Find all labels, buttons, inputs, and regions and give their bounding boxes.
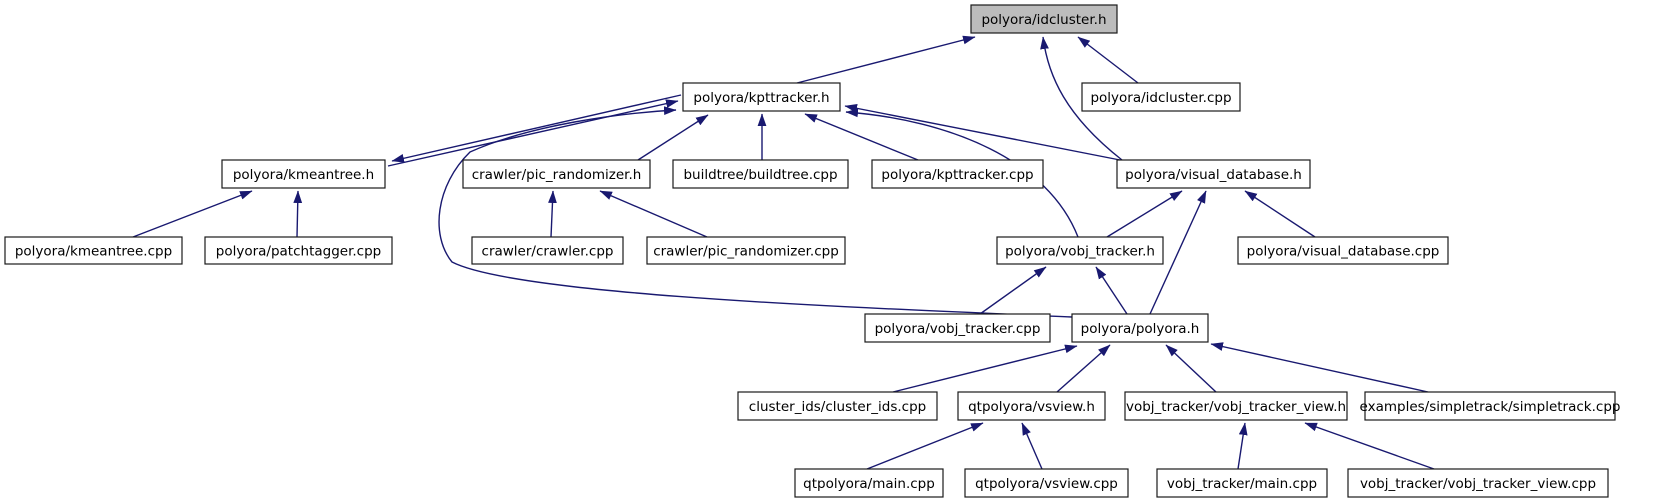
edge-simpletrack_cpp-to-polyora_h bbox=[1210, 342, 1429, 393]
edge-visual_database_cpp-to-visual_database_h bbox=[1244, 190, 1316, 238]
node-kpttracker_cpp: polyora/kpttracker.cpp bbox=[871, 159, 1044, 189]
node-kpttracker_h: polyora/kpttracker.h bbox=[682, 82, 841, 112]
node-vsview_h: qtpolyora/vsview.h bbox=[957, 391, 1106, 421]
node-box-pic_randomizer_h[interactable] bbox=[462, 159, 651, 189]
node-box-idcluster_cpp[interactable] bbox=[1081, 82, 1241, 112]
node-box-cluster_ids_cpp[interactable] bbox=[737, 391, 938, 421]
node-box-vt_view_cpp[interactable] bbox=[1347, 468, 1609, 498]
node-idcluster_h: polyora/idcluster.h bbox=[970, 4, 1118, 34]
edges-layer bbox=[132, 35, 1435, 470]
edge-visual_database_h-to-idcluster_h bbox=[1040, 36, 1123, 161]
node-box-polyora_h[interactable] bbox=[1071, 313, 1209, 343]
node-box-vt_main_cpp[interactable] bbox=[1156, 468, 1328, 498]
edge-kpttracker_cpp-to-kpttracker_h bbox=[804, 113, 919, 161]
edge-vobj_tracker_cpp-to-vobj_tracker_h bbox=[979, 266, 1047, 315]
node-box-idcluster_h[interactable] bbox=[970, 4, 1118, 34]
edge-vobj_tracker_h-to-visual_database_h bbox=[1106, 190, 1183, 238]
node-box-crawler_cpp[interactable] bbox=[471, 236, 624, 265]
node-vobj_tracker_cpp: polyora/vobj_tracker.cpp bbox=[864, 313, 1051, 343]
edge-kpttracker_h-to-kmeantree_h bbox=[391, 94, 682, 163]
node-vt_view_cpp: vobj_tracker/vobj_tracker_view.cpp bbox=[1347, 468, 1609, 498]
node-box-kpttracker_cpp[interactable] bbox=[871, 159, 1044, 189]
edge-vobj_tracker_view_h-to-polyora_h bbox=[1165, 344, 1217, 393]
node-buildtree_cpp: buildtree/buildtree.cpp bbox=[672, 159, 849, 189]
node-idcluster_cpp: polyora/idcluster.cpp bbox=[1081, 82, 1241, 112]
node-box-kmeantree_cpp[interactable] bbox=[4, 236, 183, 265]
node-box-vobj_tracker_view_h[interactable] bbox=[1124, 391, 1348, 421]
node-box-buildtree_cpp[interactable] bbox=[672, 159, 849, 189]
edge-kmeantree_cpp-to-kmeantree_h bbox=[132, 190, 253, 238]
node-box-simpletrack_cpp[interactable] bbox=[1364, 391, 1616, 421]
edge-polyora_h-to-visual_database_h bbox=[1149, 190, 1207, 315]
node-simpletrack_cpp: examples/simpletrack/simpletrack.cpp bbox=[1360, 391, 1620, 421]
node-box-kmeantree_h[interactable] bbox=[221, 159, 386, 189]
edge-pic_randomizer_cpp-to-pic_randomizer_h bbox=[599, 190, 708, 238]
edge-pic_randomizer_h-to-kpttracker_h bbox=[637, 114, 709, 161]
node-visual_database_h: polyora/visual_database.h bbox=[1116, 159, 1311, 189]
edge-vsview_cpp-to-vsview_h bbox=[1021, 422, 1043, 470]
edge-visual_database_h-to-kpttracker_h bbox=[844, 103, 1121, 161]
edge-cluster_ids_cpp-to-polyora_h bbox=[892, 344, 1078, 393]
edge-polyora_h-to-vobj_tracker_h bbox=[1095, 266, 1128, 315]
edge-polyora_h-to-kpttracker_h bbox=[438, 106, 1073, 318]
edge-crawler_cpp-to-pic_randomizer_h bbox=[548, 190, 557, 238]
node-patchtagger_cpp: polyora/patchtagger.cpp bbox=[204, 236, 393, 265]
node-box-qt_main_cpp[interactable] bbox=[794, 468, 944, 498]
node-kmeantree_cpp: polyora/kmeantree.cpp bbox=[4, 236, 183, 265]
node-pic_randomizer_h: crawler/pic_randomizer.h bbox=[462, 159, 651, 189]
edge-idcluster_cpp-to-idcluster_h bbox=[1077, 36, 1139, 84]
edge-patchtagger_cpp-to-kmeantree_h bbox=[293, 190, 303, 238]
node-qt_main_cpp: qtpolyora/main.cpp bbox=[794, 468, 944, 498]
node-box-vsview_cpp[interactable] bbox=[964, 468, 1129, 498]
node-vt_main_cpp: vobj_tracker/main.cpp bbox=[1156, 468, 1328, 498]
node-vobj_tracker_view_h: vobj_tracker/vobj_tracker_view.h bbox=[1124, 391, 1348, 421]
edge-vsview_h-to-polyora_h bbox=[1056, 344, 1111, 393]
node-box-patchtagger_cpp[interactable] bbox=[204, 236, 393, 265]
node-box-vobj_tracker_h[interactable] bbox=[996, 236, 1164, 265]
node-box-visual_database_cpp[interactable] bbox=[1237, 236, 1449, 265]
node-pic_randomizer_cpp: crawler/pic_randomizer.cpp bbox=[646, 236, 846, 265]
node-box-vsview_h[interactable] bbox=[957, 391, 1106, 421]
node-vobj_tracker_h: polyora/vobj_tracker.h bbox=[996, 236, 1164, 265]
edge-vt_main_cpp-to-vobj_tracker_view_h bbox=[1237, 422, 1248, 470]
node-polyora_h: polyora/polyora.h bbox=[1071, 313, 1209, 343]
node-box-pic_randomizer_cpp[interactable] bbox=[646, 236, 846, 265]
node-kmeantree_h: polyora/kmeantree.h bbox=[221, 159, 386, 189]
edge-kmeantree_h-to-kpttracker_h bbox=[387, 99, 679, 167]
edge-vt_view_cpp-to-vobj_tracker_view_h bbox=[1304, 422, 1435, 470]
edge-vobj_tracker_h-to-kpttracker_h bbox=[845, 108, 1079, 238]
node-crawler_cpp: crawler/crawler.cpp bbox=[471, 236, 624, 265]
node-box-vobj_tracker_cpp[interactable] bbox=[864, 313, 1051, 343]
edge-qt_main_cpp-to-vsview_h bbox=[866, 422, 984, 470]
node-box-kpttracker_h[interactable] bbox=[682, 82, 841, 112]
node-visual_database_cpp: polyora/visual_database.cpp bbox=[1237, 236, 1449, 265]
node-box-visual_database_h[interactable] bbox=[1116, 159, 1311, 189]
node-cluster_ids_cpp: cluster_ids/cluster_ids.cpp bbox=[737, 391, 938, 421]
node-vsview_cpp: qtpolyora/vsview.cpp bbox=[964, 468, 1129, 498]
edge-kpttracker_h-to-idcluster_h bbox=[796, 35, 976, 84]
